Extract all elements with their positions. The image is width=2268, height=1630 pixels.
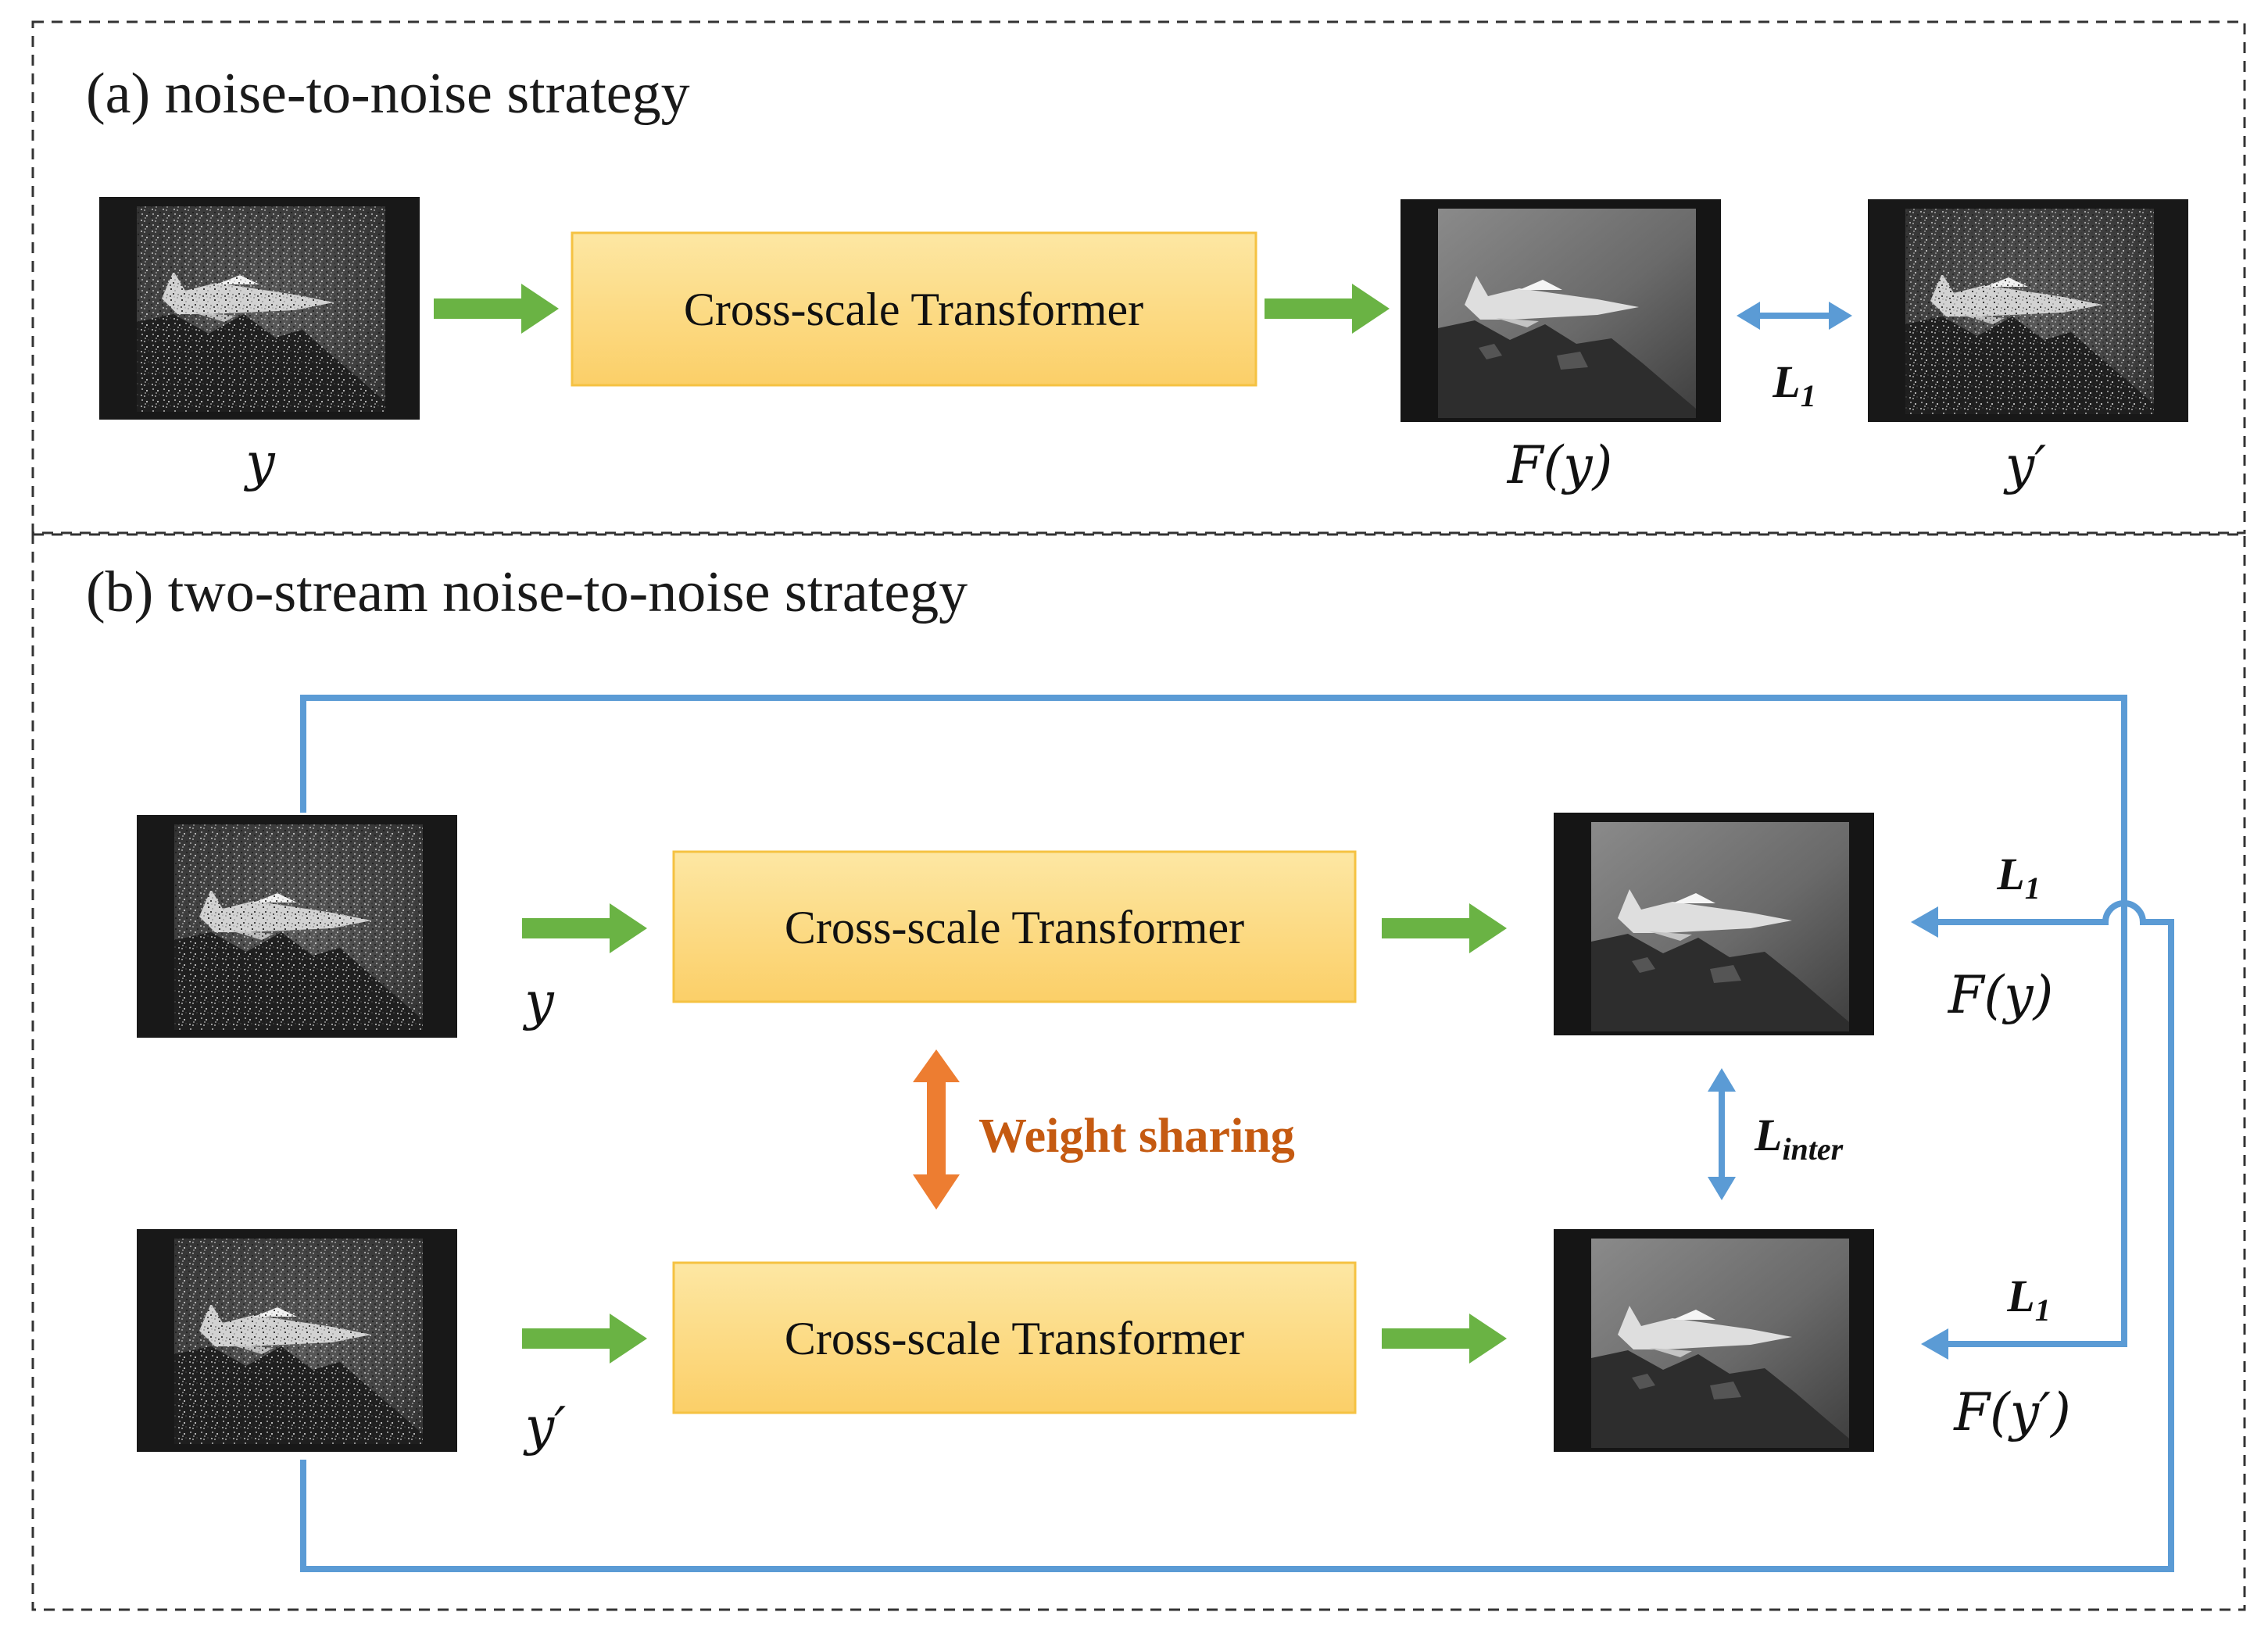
loss-l1-top-label: L1	[1996, 849, 2040, 906]
bottom-cross-scale-transformer-box	[672, 1261, 1357, 1414]
label-target-y-prime: y′	[2003, 435, 2046, 495]
noisy-input-image-y-prime	[137, 1229, 457, 1452]
denoised-output-image-fy-prime	[1554, 1229, 1874, 1452]
label-input-y-prime: y′	[523, 1396, 566, 1457]
panel-b-border	[31, 533, 2246, 1611]
flow-arrow-icon	[434, 284, 559, 334]
panel-b-title: (b) two-stream noise-to-noise strategy	[86, 560, 968, 624]
panel-a-border	[31, 20, 2246, 534]
label-input-y: y	[522, 971, 554, 1031]
label-input-y: y	[243, 432, 275, 492]
label-output-fy-prime: F(y′)	[1953, 1382, 2071, 1442]
loss-inter-double-arrow-icon	[1708, 1068, 1736, 1200]
label-output-fy: F(y)	[1507, 435, 1613, 495]
bottom-transformer-label: Cross-scale Transformer	[785, 1313, 1244, 1364]
flow-arrow-icon	[1265, 284, 1390, 334]
loss-arrowhead-icon	[1921, 1328, 1948, 1360]
loss-routing-lines	[300, 695, 2174, 1572]
cross-scale-transformer-box	[571, 231, 1257, 387]
top-cross-scale-transformer-box	[672, 850, 1357, 1003]
noisy-input-image-y	[99, 197, 420, 420]
transformer-label: Cross-scale Transformer	[684, 284, 1143, 335]
noisy-input-image-y	[137, 815, 457, 1038]
denoised-output-image-fy	[1554, 813, 1874, 1035]
loss-l1-bottom-label: L1	[2006, 1271, 2050, 1328]
panel-a-title: (a) noise-to-noise strategy	[86, 62, 690, 126]
top-transformer-label: Cross-scale Transformer	[785, 902, 1244, 953]
flow-arrow-icon	[522, 1314, 647, 1364]
flow-arrow-icon	[1382, 1314, 1507, 1364]
label-output-fy: F(y)	[1948, 965, 2054, 1025]
denoised-output-image-fy	[1401, 199, 1721, 422]
flow-arrow-icon	[522, 903, 647, 953]
weight-sharing-double-arrow-icon	[913, 1049, 960, 1210]
loss-l1-label: L1	[1772, 356, 1815, 413]
flow-arrow-icon	[1382, 903, 1507, 953]
weight-sharing-label: Weight sharing	[978, 1110, 1295, 1163]
loss-arrowhead-icon	[1911, 906, 1938, 938]
loss-inter-label: Linter	[1754, 1110, 1844, 1167]
loss-l1-double-arrow-icon	[1737, 302, 1852, 330]
noisy-target-image-y-prime	[1868, 199, 2188, 422]
